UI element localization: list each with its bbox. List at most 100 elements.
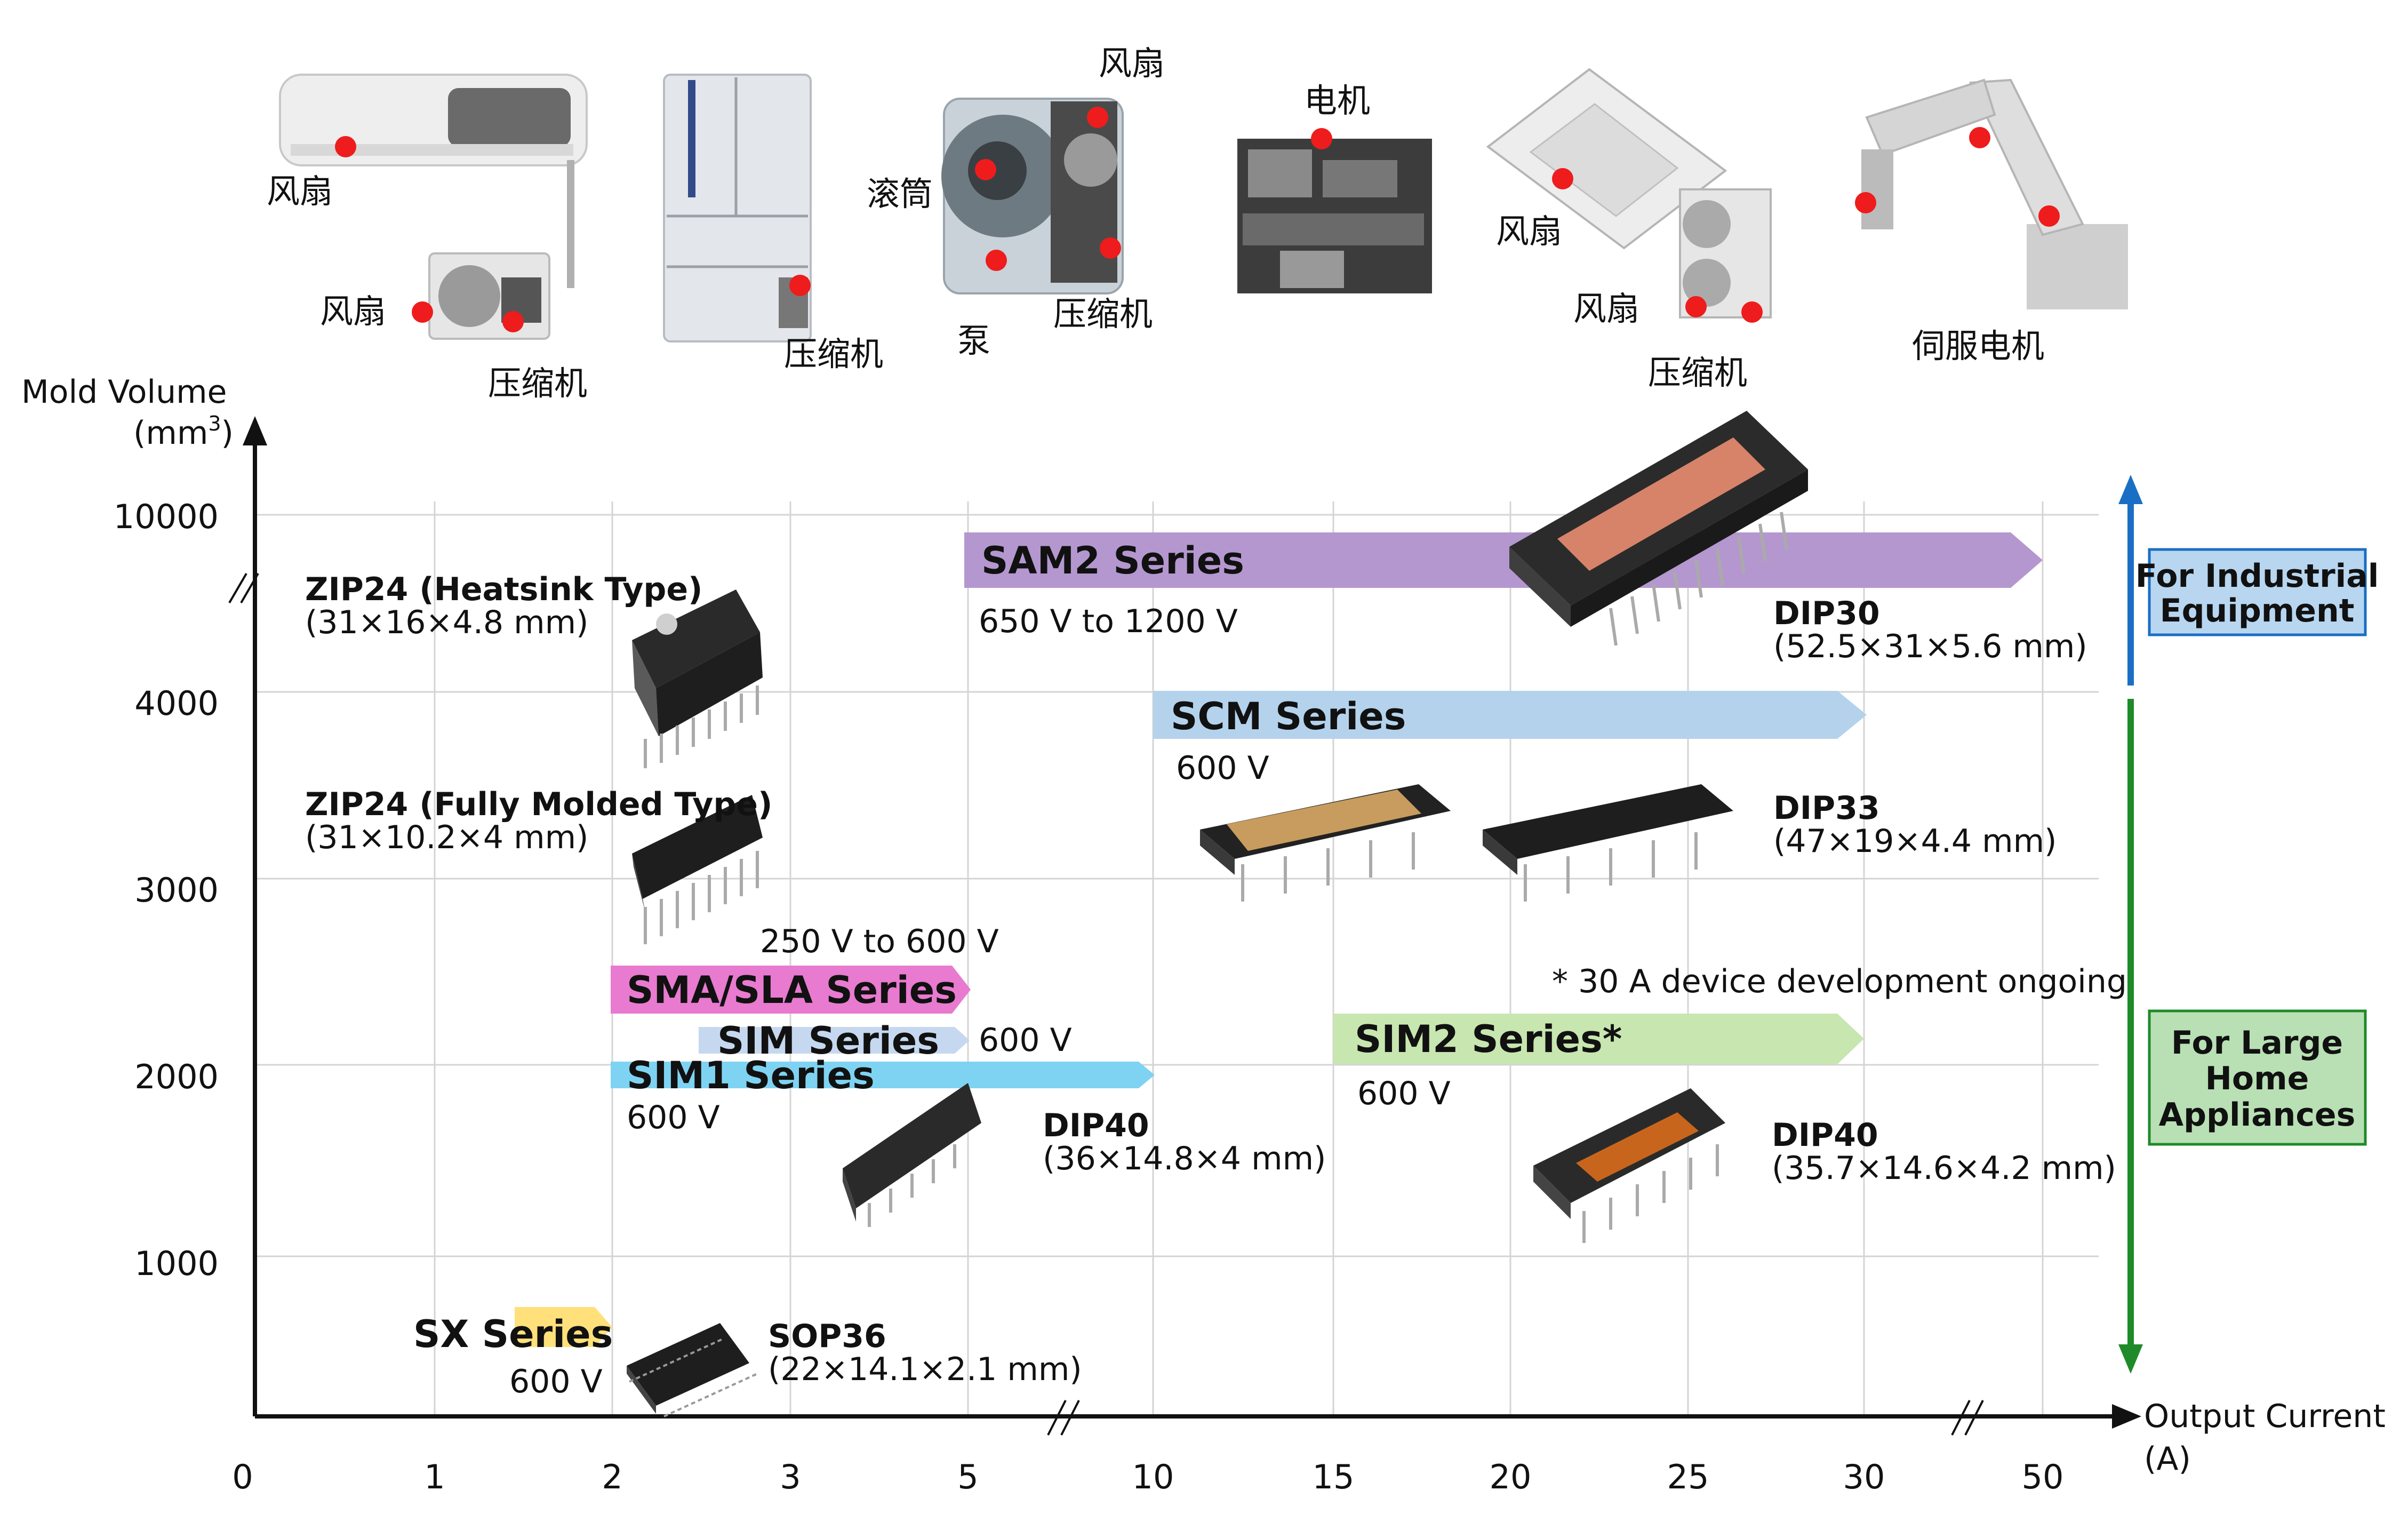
y-axis bbox=[228, 416, 267, 1416]
series-name: SAM2 Series bbox=[981, 539, 1244, 583]
app-label: 泵 bbox=[957, 321, 990, 360]
series-name: SIM1 Series bbox=[627, 1054, 875, 1097]
series-name: SMA/SLA Series bbox=[627, 968, 957, 1012]
package-zip24-heatsink bbox=[632, 589, 763, 768]
marker-dot bbox=[789, 275, 811, 296]
series-sma-sla: SMA/SLA Series 250 V to 600 V bbox=[611, 923, 999, 1014]
series-arrow bbox=[699, 1027, 970, 1054]
series-sam2: SAM2 Series 650 V to 1200 V bbox=[964, 532, 2043, 640]
package-zip24-molded bbox=[632, 795, 763, 944]
y-axis-unit: (mm3) bbox=[133, 412, 234, 452]
legend-home-line3: Appliances bbox=[2159, 1096, 2356, 1134]
legend-industrial: For Industrial Equipment bbox=[2118, 475, 2379, 686]
y-tick-label: 4000 bbox=[134, 684, 219, 723]
development-note: * 30 A device development ongoing bbox=[1552, 963, 2127, 1000]
y-axis-title: Mold Volume bbox=[21, 373, 227, 411]
marker-dot bbox=[1741, 301, 1763, 323]
app-label: 滚筒 bbox=[867, 174, 933, 213]
package-name: DIP33 bbox=[1773, 790, 1880, 827]
package-dip40-large bbox=[1533, 1088, 1725, 1243]
y-tick-label: 1000 bbox=[134, 1244, 219, 1283]
series-arrow bbox=[515, 1307, 612, 1347]
app-label: 压缩机 bbox=[1053, 294, 1153, 333]
marker-dot bbox=[1311, 128, 1332, 149]
series-name: SIM Series bbox=[717, 1019, 939, 1063]
package-dims: (47×19×4.4 mm) bbox=[1773, 823, 2057, 860]
package-dims: (31×16×4.8 mm) bbox=[305, 604, 588, 641]
y-tick-label: 2000 bbox=[134, 1057, 219, 1096]
app-label: 风扇 bbox=[1573, 289, 1639, 328]
package-dip30 bbox=[1509, 411, 1808, 646]
app-label: 压缩机 bbox=[784, 334, 883, 373]
series-arrow bbox=[1333, 1014, 1864, 1064]
legend-home-appliances: For Large Home Appliances bbox=[2118, 699, 2367, 1374]
series-voltage: 600 V bbox=[1357, 1075, 1451, 1112]
y-ticks: 10000 4000 3000 2000 1000 bbox=[114, 497, 219, 1283]
x-axis bbox=[255, 1400, 2141, 1436]
application-air-conditioner: 风扇 风扇 压缩机 bbox=[267, 74, 588, 403]
series-name: SX Series bbox=[413, 1312, 613, 1356]
marker-dot bbox=[1087, 107, 1108, 128]
app-label: 电机 bbox=[1304, 81, 1370, 120]
marker-dot bbox=[1100, 237, 1121, 259]
package-dip33-b bbox=[1483, 784, 1733, 902]
application-ceiling-ac: 风扇 风扇 压缩机 bbox=[1486, 68, 1772, 392]
series-voltage: 650 V to 1200 V bbox=[979, 603, 1238, 640]
series-sim: SIM Series 600 V bbox=[699, 1019, 1072, 1063]
series-arrow bbox=[1153, 691, 1867, 739]
legend-home-line2: Home bbox=[2205, 1060, 2309, 1097]
y-tick-label: 10000 bbox=[114, 497, 219, 536]
marker-dot bbox=[1855, 192, 1876, 213]
application-washing-machine: 风扇 滚筒 泵 压缩机 bbox=[867, 44, 1165, 360]
x-tick-label: 30 bbox=[1843, 1457, 1885, 1496]
x-axis-title: Output Current bbox=[2144, 1398, 2386, 1435]
package-sop36 bbox=[627, 1323, 758, 1417]
app-label: 风扇 bbox=[320, 292, 386, 331]
x-tick-label: 10 bbox=[1132, 1457, 1174, 1496]
package-dims: (22×14.1×2.1 mm) bbox=[768, 1351, 1082, 1388]
marker-dot bbox=[1969, 127, 1990, 148]
series-scm: SCM Series 600 V bbox=[1153, 691, 1867, 787]
package-dims: (52.5×31×5.6 mm) bbox=[1773, 628, 2087, 665]
package-dims: (35.7×14.6×4.2 mm) bbox=[1772, 1150, 2116, 1187]
app-label: 压缩机 bbox=[488, 364, 587, 403]
series-sx: SX Series 600 V bbox=[413, 1307, 613, 1400]
package-name: DIP30 bbox=[1773, 595, 1880, 632]
series-voltage: 600 V bbox=[627, 1099, 720, 1136]
x-tick-label: 0 bbox=[232, 1457, 253, 1496]
app-label: 风扇 bbox=[1099, 44, 1165, 83]
series-arrow bbox=[611, 966, 971, 1014]
package-name: ZIP24 (Fully Molded Type) bbox=[305, 786, 772, 823]
x-ticks: 0 1 2 3 5 10 15 20 25 30 50 bbox=[232, 1457, 2063, 1496]
marker-dot bbox=[975, 159, 996, 180]
x-tick-label: 20 bbox=[1490, 1457, 1532, 1496]
x-tick-label: 3 bbox=[780, 1457, 801, 1496]
package-dip33-a bbox=[1200, 784, 1451, 902]
marker-dot bbox=[986, 250, 1007, 271]
app-label: 风扇 bbox=[1496, 212, 1562, 251]
series-voltage: 600 V bbox=[979, 1022, 1072, 1059]
series-name: SIM2 Series* bbox=[1355, 1017, 1622, 1061]
legend-industrial-line1: For Industrial bbox=[2135, 557, 2379, 595]
x-tick-label: 50 bbox=[2022, 1457, 2064, 1496]
y-tick-label: 3000 bbox=[134, 871, 219, 910]
legend-industrial-line2: Equipment bbox=[2160, 592, 2355, 629]
marker-dot bbox=[1685, 296, 1707, 317]
package-name: DIP40 bbox=[1043, 1107, 1149, 1144]
package-name: SOP36 bbox=[768, 1318, 886, 1355]
x-tick-label: 2 bbox=[602, 1457, 622, 1496]
app-label: 伺服电机 bbox=[1912, 326, 2044, 365]
series-arrow bbox=[964, 532, 2043, 588]
marker-dot bbox=[2038, 205, 2060, 227]
series-sim1: SIM1 Series 600 V bbox=[611, 1054, 1155, 1136]
x-tick-label: 25 bbox=[1667, 1457, 1709, 1496]
application-refrigerator: 压缩机 bbox=[663, 74, 883, 373]
x-tick-label: 5 bbox=[957, 1457, 978, 1496]
package-dims: (31×10.2×4 mm) bbox=[305, 819, 588, 856]
series-name: SCM Series bbox=[1171, 695, 1406, 738]
series-voltage: 600 V bbox=[509, 1363, 603, 1400]
marker-dot bbox=[335, 136, 356, 157]
marker-dot bbox=[412, 301, 433, 323]
package-name: DIP40 bbox=[1772, 1117, 1878, 1154]
